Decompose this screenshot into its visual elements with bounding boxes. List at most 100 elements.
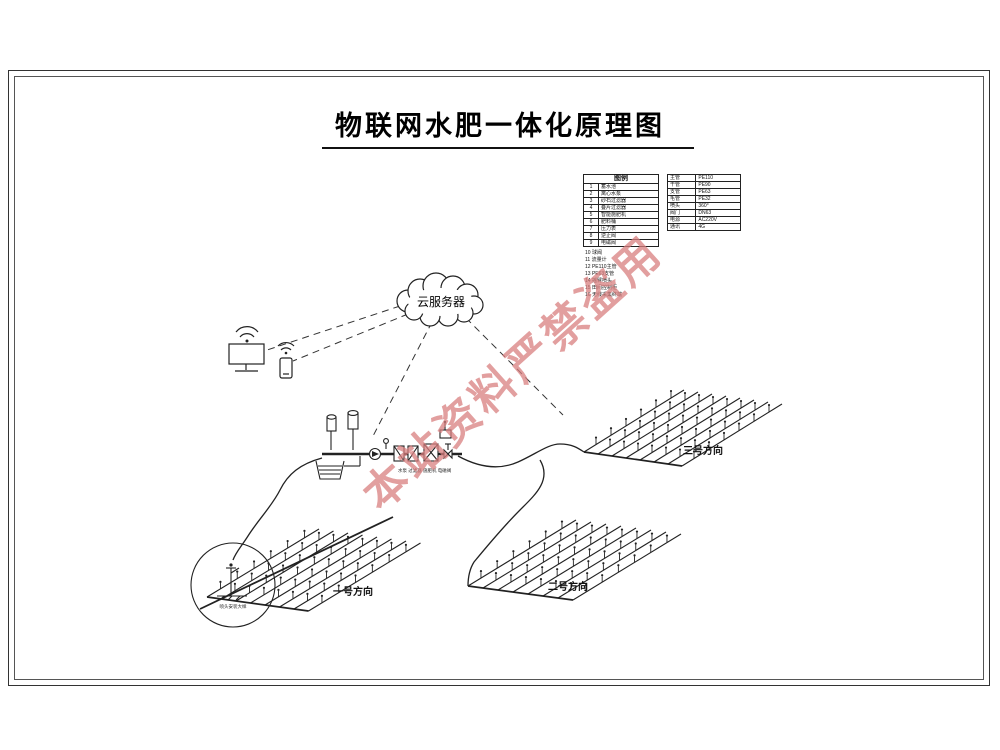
- sprinkler-head: [652, 421, 656, 425]
- sprinkler-head: [558, 544, 561, 547]
- sprinkler-head: [633, 554, 636, 557]
- pipe-line: [279, 538, 392, 608]
- legend-note: 14 摇臂喷头: [585, 278, 612, 284]
- sprinkler-head: [494, 571, 498, 575]
- pipe-line: [206, 528, 320, 598]
- drawing-frame-inner: [14, 76, 984, 680]
- sprinkler-head: [284, 552, 287, 555]
- pipe-line: [597, 391, 699, 455]
- sprinkler-head: [638, 419, 642, 423]
- sprinkler-head: [739, 399, 743, 403]
- sprinkler-head: [252, 560, 256, 563]
- sprinkler-head: [541, 566, 544, 569]
- legend-note: 13 PE63支管: [585, 271, 615, 277]
- sprinkler-head: [323, 582, 326, 585]
- sprinkler-head: [650, 532, 654, 535]
- sprinkler-head: [313, 556, 316, 559]
- sprinkler-head: [710, 407, 714, 410]
- sprinkler-head: [681, 414, 685, 417]
- pipe-line: [467, 585, 574, 601]
- sprinkler-head: [339, 572, 343, 575]
- sprinkler-head: [669, 389, 673, 393]
- sprinkler-head: [509, 573, 513, 577]
- pipe-line: [639, 397, 741, 461]
- pipe-line: [527, 527, 637, 595]
- sprinkler-head: [512, 550, 515, 553]
- fertigation-equipment: 水泵 过滤器 施肥机 电磁阀: [315, 410, 462, 480]
- sprinkler-head: [602, 562, 605, 565]
- sprinkler-head: [711, 395, 715, 399]
- sprinkler-head: [608, 438, 612, 441]
- pipe-line: [625, 395, 727, 459]
- cloud-server-icon: 云服务器: [396, 272, 484, 327]
- fertilizer-machine-icon: [423, 443, 439, 462]
- field-grid-1: [206, 528, 421, 612]
- sprinkler-head: [667, 412, 671, 415]
- sprinkler-head: [404, 543, 408, 546]
- sprinkler-head: [373, 551, 376, 555]
- pipe-line: [467, 519, 577, 587]
- sprinkler-head: [337, 584, 340, 587]
- sprinkler-head: [572, 558, 575, 561]
- fertilizer-tank-icons: [326, 410, 359, 450]
- sprinkler-head: [696, 405, 700, 408]
- sprinkler-head: [584, 583, 588, 587]
- sprinkler-head: [680, 425, 684, 429]
- sprinkler-head: [375, 539, 379, 542]
- sprinkler-head: [666, 423, 670, 427]
- sprinkler-head: [233, 582, 237, 585]
- sprinkler-head: [571, 570, 574, 573]
- legend-note: 15 田间控制柜: [585, 285, 617, 291]
- pressure-gauge-icon: [383, 438, 389, 449]
- sprinkler-head: [604, 538, 607, 541]
- detail-circle: 喷头安装大样: [190, 542, 276, 628]
- sprinkler-head: [653, 410, 657, 413]
- sprinkler-head: [301, 541, 304, 545]
- sprinkler-head: [722, 431, 726, 435]
- pipe-line: [667, 401, 769, 465]
- equipment-caption: 水泵 过滤器 施肥机 电磁阀: [398, 467, 452, 474]
- sprinkler-head: [635, 530, 639, 533]
- sprinkler-head: [556, 568, 559, 571]
- sprinkler-head: [694, 427, 698, 431]
- sprinkler-head: [679, 437, 683, 440]
- sprinkler-head: [526, 564, 529, 567]
- water-tank-icon: [315, 456, 361, 480]
- sprinkler-head: [354, 574, 357, 577]
- sprinkler-head: [294, 578, 297, 581]
- sprinkler-head: [559, 532, 562, 535]
- sprinkler-head: [624, 417, 628, 421]
- legend-note: 10 球阀: [585, 250, 602, 256]
- sprinkler-head: [569, 581, 573, 585]
- legend-note: 12 PE110主管: [585, 264, 617, 270]
- pipe-line: [542, 529, 652, 597]
- sprinkler-head: [603, 550, 606, 553]
- pipe-line: [611, 393, 713, 457]
- sprinkler-head: [767, 403, 771, 407]
- sprinkler-head: [371, 564, 374, 567]
- sprinkler-head: [528, 540, 531, 543]
- sprinkler-head: [573, 546, 576, 549]
- sprinkler-head: [543, 542, 546, 545]
- sprinkler-head: [708, 429, 712, 433]
- sprinkler-head: [286, 539, 289, 543]
- control-box-icon: [439, 420, 452, 439]
- sprinkler-head: [344, 547, 347, 551]
- sprinkler-head: [342, 560, 345, 563]
- sprinkler-head: [620, 528, 624, 531]
- sprinkler-head: [665, 534, 669, 537]
- sprinkler-head: [695, 416, 699, 419]
- comm-links: [263, 305, 564, 439]
- sprinkler-head: [262, 586, 266, 589]
- sprinkler-head: [697, 393, 701, 397]
- sprinkler-head: [623, 429, 627, 432]
- sprinkler-head: [634, 542, 637, 545]
- sprinkler-head: [725, 397, 729, 401]
- sprinkler-head: [250, 572, 253, 575]
- sprinkler-head: [479, 569, 483, 573]
- legend-title: 图例: [583, 174, 659, 184]
